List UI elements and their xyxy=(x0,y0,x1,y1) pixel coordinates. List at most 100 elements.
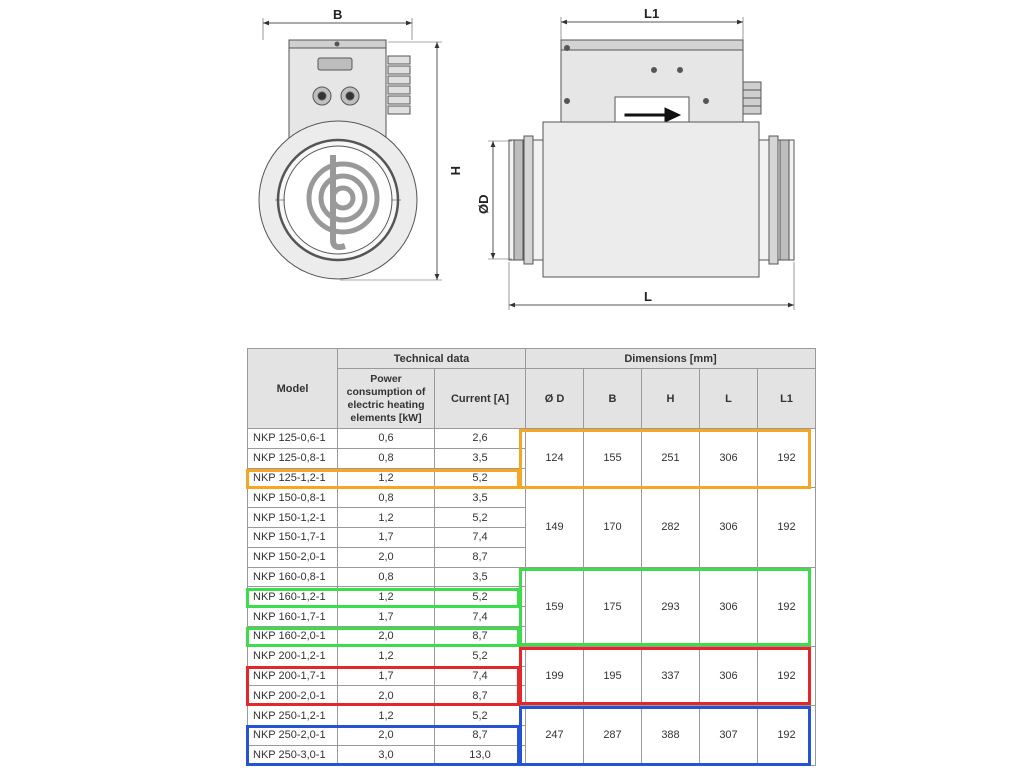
cell-power: 2,0 xyxy=(337,546,435,568)
cell-dimension-l: 306 xyxy=(699,427,758,489)
cell-current: 7,4 xyxy=(434,606,526,627)
cell-power: 2,0 xyxy=(337,685,435,707)
header-l: L xyxy=(699,368,758,429)
cell-dimension-h: 388 xyxy=(641,705,700,766)
cell-power: 1,2 xyxy=(337,645,435,667)
cell-current: 5,2 xyxy=(434,705,526,726)
cell-power: 0,8 xyxy=(337,566,435,588)
cell-power: 0,8 xyxy=(337,447,435,469)
cell-current: 8,7 xyxy=(434,724,526,746)
header-model: Model xyxy=(247,348,338,429)
cell-model: NKP 150-0,8-1 xyxy=(247,487,338,509)
cell-dimension-l1: 192 xyxy=(757,566,816,647)
cell-current: 5,2 xyxy=(434,586,526,608)
cell-power: 1,2 xyxy=(337,586,435,608)
technical-drawing: B H L1 xyxy=(258,6,795,310)
cell-dimension-d: 159 xyxy=(525,566,584,647)
cell-model: NKP 125-1,2-1 xyxy=(247,467,338,489)
cell-current: 7,4 xyxy=(434,526,526,548)
header-current: Current [A] xyxy=(434,368,526,429)
cell-model: NKP 200-1,2-1 xyxy=(247,645,338,667)
dimension-label-b: B xyxy=(333,7,342,22)
header-h: H xyxy=(641,368,700,429)
cell-dimension-l1: 192 xyxy=(757,427,816,489)
cell-dimension-l: 306 xyxy=(699,487,758,568)
header-d: Ø D xyxy=(525,368,584,429)
cell-current: 8,7 xyxy=(434,685,526,707)
cell-power: 2,0 xyxy=(337,625,435,647)
cell-current: 8,7 xyxy=(434,625,526,647)
cell-current: 3,5 xyxy=(434,447,526,469)
cell-dimension-l1: 192 xyxy=(757,705,816,766)
cell-dimension-b: 175 xyxy=(583,566,642,647)
cell-model: NKP 125-0,6-1 xyxy=(247,428,338,449)
cell-dimension-d: 149 xyxy=(525,487,584,568)
cell-power: 1,2 xyxy=(337,467,435,489)
cell-model: NKP 250-2,0-1 xyxy=(247,724,338,746)
cell-dimension-h: 251 xyxy=(641,427,700,489)
side-view xyxy=(488,17,795,310)
cell-current: 13,0 xyxy=(434,744,526,766)
header-technical-data: Technical data xyxy=(337,348,526,369)
header-b: B xyxy=(583,368,642,429)
cell-dimension-l: 306 xyxy=(699,566,758,647)
cell-power: 1,7 xyxy=(337,606,435,627)
cell-power: 1,2 xyxy=(337,507,435,528)
cell-current: 5,2 xyxy=(434,645,526,667)
dimension-label-h: H xyxy=(448,166,463,175)
dimension-label-d: ØD xyxy=(476,195,491,215)
cell-model: NKP 160-0,8-1 xyxy=(247,566,338,588)
cell-dimension-l1: 192 xyxy=(757,487,816,568)
cell-dimension-h: 293 xyxy=(641,566,700,647)
cell-power: 1,2 xyxy=(337,705,435,726)
cell-model: NKP 200-2,0-1 xyxy=(247,685,338,707)
cell-current: 3,5 xyxy=(434,487,526,509)
cell-model: NKP 160-1,7-1 xyxy=(247,606,338,627)
spec-table: Model Technical data Dimensions [mm] Pow… xyxy=(247,348,816,766)
cell-dimension-b: 195 xyxy=(583,645,642,707)
cell-model: NKP 150-2,0-1 xyxy=(247,546,338,568)
cell-model: NKP 125-0,8-1 xyxy=(247,447,338,469)
header-power: Power consumption of electric heating el… xyxy=(337,368,435,429)
cell-power: 0,8 xyxy=(337,487,435,509)
cell-dimension-h: 337 xyxy=(641,645,700,707)
dimension-label-l: L xyxy=(644,289,652,304)
cell-power: 1,7 xyxy=(337,526,435,548)
dimension-label-l1: L1 xyxy=(644,6,659,21)
cell-dimension-b: 170 xyxy=(583,487,642,568)
cell-power: 2,0 xyxy=(337,724,435,746)
cell-current: 5,2 xyxy=(434,467,526,489)
cell-dimension-l: 307 xyxy=(699,705,758,766)
cell-current: 8,7 xyxy=(434,546,526,568)
cell-dimension-h: 282 xyxy=(641,487,700,568)
header-l1: L1 xyxy=(757,368,816,429)
cell-model: NKP 150-1,2-1 xyxy=(247,507,338,528)
cell-current: 5,2 xyxy=(434,507,526,528)
cell-model: NKP 160-2,0-1 xyxy=(247,625,338,647)
cell-dimension-b: 155 xyxy=(583,427,642,489)
cell-dimension-d: 199 xyxy=(525,645,584,707)
cell-power: 3,0 xyxy=(337,744,435,766)
cell-power: 0,6 xyxy=(337,428,435,449)
cell-dimension-d: 124 xyxy=(525,427,584,489)
cell-dimension-l1: 192 xyxy=(757,645,816,707)
cell-model: NKP 250-3,0-1 xyxy=(247,744,338,766)
cell-dimension-l: 306 xyxy=(699,645,758,707)
cell-model: NKP 200-1,7-1 xyxy=(247,665,338,687)
front-view xyxy=(258,18,442,281)
cell-current: 7,4 xyxy=(434,665,526,687)
cell-power: 1,7 xyxy=(337,665,435,687)
cell-model: NKP 160-1,2-1 xyxy=(247,586,338,608)
